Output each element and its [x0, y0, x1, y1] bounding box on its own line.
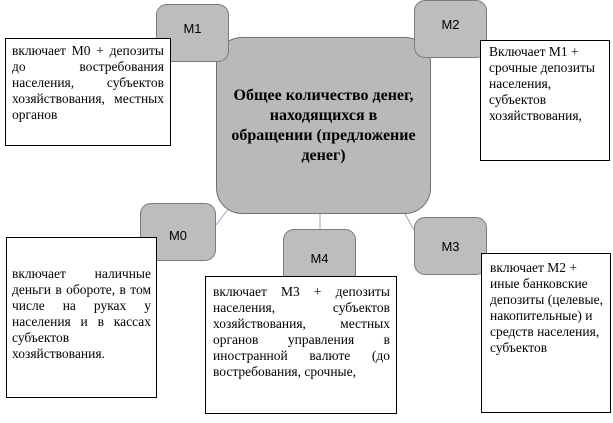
tab-m3-label: М3: [441, 239, 460, 254]
box-m2-description: Включает М1 + срочные депозиты населения…: [480, 40, 610, 161]
central-node-title: Общее количество денег, находящихся в об…: [231, 86, 416, 164]
tab-m3: М3: [414, 217, 487, 275]
box-m3-text: включает М2 + иные банковские депозиты (…: [490, 260, 603, 355]
box-m1-text: включает М0 + депозиты до востребования …: [12, 43, 164, 122]
tab-m0-label: М0: [168, 228, 188, 243]
box-m3-description: включает М2 + иные банковские депозиты (…: [481, 253, 611, 413]
tab-m1-label: М1: [183, 21, 202, 36]
box-m4-text: включает М3 + депозиты населения, субъек…: [213, 284, 390, 379]
box-m0-description: включает наличные деньги в обороте, в то…: [6, 237, 157, 398]
tab-m2-label: М2: [441, 17, 460, 32]
tab-m2: М2: [414, 0, 487, 58]
box-m0-text: включает наличные деньги в обороте, в то…: [12, 266, 151, 361]
box-m2-text: Включает М1 + срочные депозиты населения…: [489, 44, 595, 123]
box-m4-description: включает М3 + депозиты населения, субъек…: [205, 276, 397, 414]
central-node: Общее количество денег, находящихся в об…: [216, 37, 431, 214]
tab-m4-label: М4: [310, 251, 329, 266]
box-m1-description: включает М0 + депозиты до востребования …: [5, 38, 171, 146]
